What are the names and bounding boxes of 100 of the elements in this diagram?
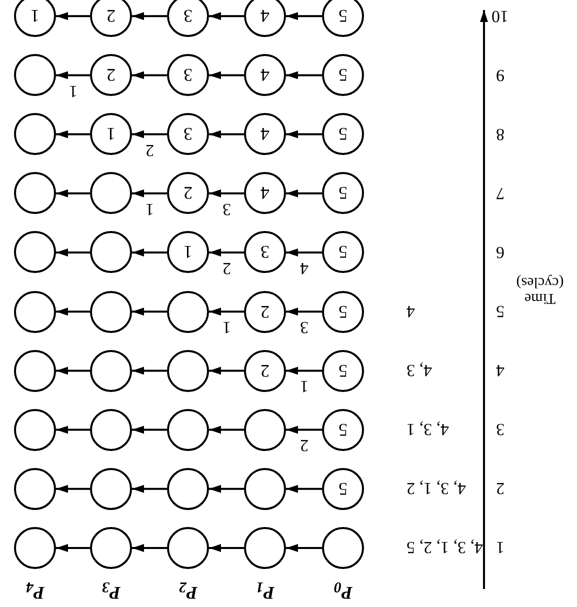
axis-tick-label: 2 — [496, 480, 504, 498]
value-text: 1 — [106, 125, 116, 144]
processor-circle — [322, 408, 364, 451]
arrow — [286, 189, 322, 198]
processor-circle — [90, 172, 132, 214]
arrow — [56, 366, 90, 375]
value-text: 5 — [338, 7, 348, 26]
value-text: 5 — [338, 302, 348, 321]
arrow — [132, 544, 167, 552]
processor-circle — [244, 54, 286, 96]
value-text: 1 — [30, 7, 40, 26]
arrow — [209, 366, 244, 375]
value-text: 5 — [338, 480, 348, 498]
processor-circle — [322, 54, 364, 96]
processor-circle — [167, 54, 209, 96]
processor-circle — [14, 350, 56, 392]
value-text: 4 — [260, 184, 270, 202]
processor-circle — [14, 172, 56, 214]
processor-circle — [90, 408, 132, 451]
value-text: 2 — [260, 302, 270, 321]
arrow — [56, 544, 90, 552]
arrow — [132, 71, 167, 80]
processor-circle — [322, 113, 364, 156]
processor-circle — [167, 350, 209, 392]
queue-text: 4, 3, 1, 2, 5 — [406, 540, 483, 556]
value-text: 5 — [338, 125, 348, 144]
arrow — [286, 248, 322, 256]
arrow — [209, 544, 244, 552]
processor-circle — [244, 113, 286, 156]
arrow — [56, 308, 90, 316]
axis-tick-label: 10 — [492, 8, 508, 25]
processor-circle — [167, 113, 209, 156]
arrow — [56, 71, 90, 80]
processor-circle — [244, 468, 286, 510]
axis-tick-label: 3 — [496, 421, 504, 438]
queue-text: 4, 3, 1 — [406, 421, 449, 438]
value-text: 2 — [260, 362, 270, 380]
processor-circle — [322, 172, 364, 214]
processor-circle — [90, 468, 132, 510]
arrow — [56, 426, 90, 434]
queue-text: 4 — [406, 303, 415, 320]
value-text: 2 — [184, 184, 192, 202]
value-text: 5 — [338, 362, 348, 380]
arrow — [132, 484, 167, 493]
arrow — [286, 366, 322, 375]
processor-circle — [167, 232, 209, 274]
edge-label: 1 — [299, 378, 310, 396]
arrow — [56, 130, 90, 138]
processor-circle — [167, 172, 209, 214]
arrow — [209, 308, 244, 316]
processor-circle — [167, 290, 209, 333]
edge-label: 3 — [222, 200, 232, 218]
edge-label: 3 — [299, 319, 310, 336]
axis-title: Time (cycles) — [515, 274, 565, 306]
processor-circle — [14, 113, 56, 156]
arrow — [209, 248, 244, 256]
edge-label: 2 — [299, 437, 310, 454]
value-text: 4 — [260, 66, 270, 84]
processor-circle — [322, 468, 364, 510]
processor-circle — [244, 172, 286, 214]
processor-circle — [322, 350, 364, 392]
arrow — [286, 130, 322, 138]
arrow — [132, 130, 167, 138]
edge-label: 4 — [299, 260, 310, 277]
processor-circle — [322, 527, 364, 569]
arrow — [286, 544, 322, 552]
arrow — [56, 12, 90, 20]
arrow — [286, 308, 322, 316]
arrow — [209, 426, 244, 434]
arrow — [286, 484, 322, 493]
processor-circle — [14, 0, 56, 38]
value-text: 5 — [338, 420, 348, 439]
arrow — [209, 484, 244, 493]
processor-circle — [14, 290, 56, 333]
arrow — [209, 12, 244, 20]
value-text: 2 — [106, 7, 116, 26]
axis-tick-label: 8 — [496, 126, 504, 143]
value-text: 3 — [260, 244, 270, 262]
value-text: 5 — [338, 184, 348, 202]
processor-circle — [14, 468, 56, 510]
arrow — [132, 366, 167, 375]
value-text: 4 — [260, 7, 270, 26]
edge-label: 1 — [222, 319, 232, 336]
axis-tick-label: 5 — [496, 303, 504, 320]
processor-circle — [322, 232, 364, 274]
arrow — [286, 12, 322, 20]
processor-circle — [244, 408, 286, 451]
processor-circle — [90, 232, 132, 274]
arrow — [132, 248, 167, 256]
axis-tick-label: 1 — [496, 540, 504, 556]
value-text: 3 — [184, 125, 192, 144]
processor-circle — [167, 468, 209, 510]
processor-circle — [322, 0, 364, 38]
processor-circle — [244, 232, 286, 274]
axis-tick-label: 9 — [496, 66, 504, 84]
processor-circle — [90, 527, 132, 569]
processor-circle — [167, 527, 209, 569]
processor-circle — [167, 0, 209, 38]
value-text: 1 — [184, 244, 192, 262]
processor-circle — [14, 527, 56, 569]
